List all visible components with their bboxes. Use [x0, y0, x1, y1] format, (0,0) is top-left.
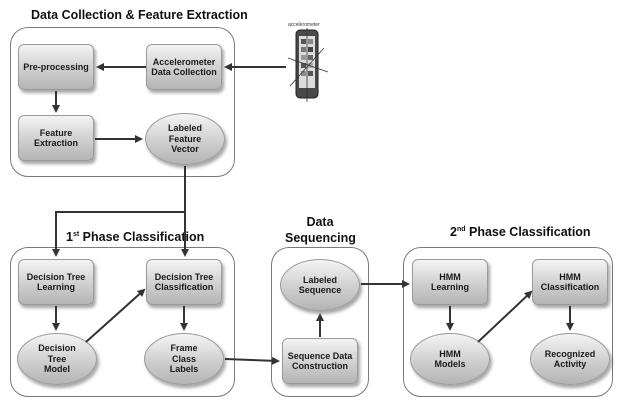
node-frame-class-labels: Frame Class Labels [144, 333, 224, 385]
smartphone-accelerometer-icon [287, 28, 329, 102]
node-decision-tree-model: Decision Tree Model [17, 333, 97, 385]
title-data-collection: Data Collection & Feature Extraction [31, 8, 248, 22]
node-hmm-learning: HMM Learning [412, 259, 488, 305]
node-recognized-activity: Recognized Activity [530, 333, 610, 385]
node-preprocessing: Pre-processing [18, 44, 94, 90]
device-label: accelerometer [288, 22, 320, 28]
arrow-dt-model-to-classification [85, 288, 146, 343]
title-phase2-number: 2 [450, 225, 457, 239]
node-hmm-classification: HMM Classification [532, 259, 608, 305]
node-hmm-models: HMM Models [410, 333, 490, 385]
title-phase1-text: Phase Classification [79, 230, 205, 244]
arrow-vector-to-split [52, 166, 186, 257]
title-sequencing: Data Sequencing [285, 215, 356, 245]
title-phase2: 2nd Phase Classification [450, 225, 591, 239]
title-phase2-sup: nd [456, 225, 466, 233]
title-phase2-text: Phase Classification [465, 225, 591, 239]
arrow-labels-to-sequence-construction [224, 356, 280, 365]
title-phase1-number: 1 [66, 230, 73, 244]
node-feature-extraction: Feature Extraction [18, 115, 94, 161]
node-decision-tree-classification: Decision Tree Classification [146, 259, 222, 305]
node-labeled-sequence: Labeled Sequence [280, 259, 360, 311]
node-decision-tree-learning: Decision Tree Learning [18, 259, 94, 305]
node-sequence-data-construction: Sequence Data Construction [282, 338, 358, 384]
node-accelerometer-data-collection: Accelerometer Data Collection [146, 44, 222, 90]
title-phase1-sup: st [72, 230, 80, 238]
title-phase1: 1st Phase Classification [66, 230, 204, 244]
node-labeled-feature-vector: Labeled Feature Vector [145, 113, 225, 165]
arrow-hmm-models-to-classification [477, 290, 533, 343]
